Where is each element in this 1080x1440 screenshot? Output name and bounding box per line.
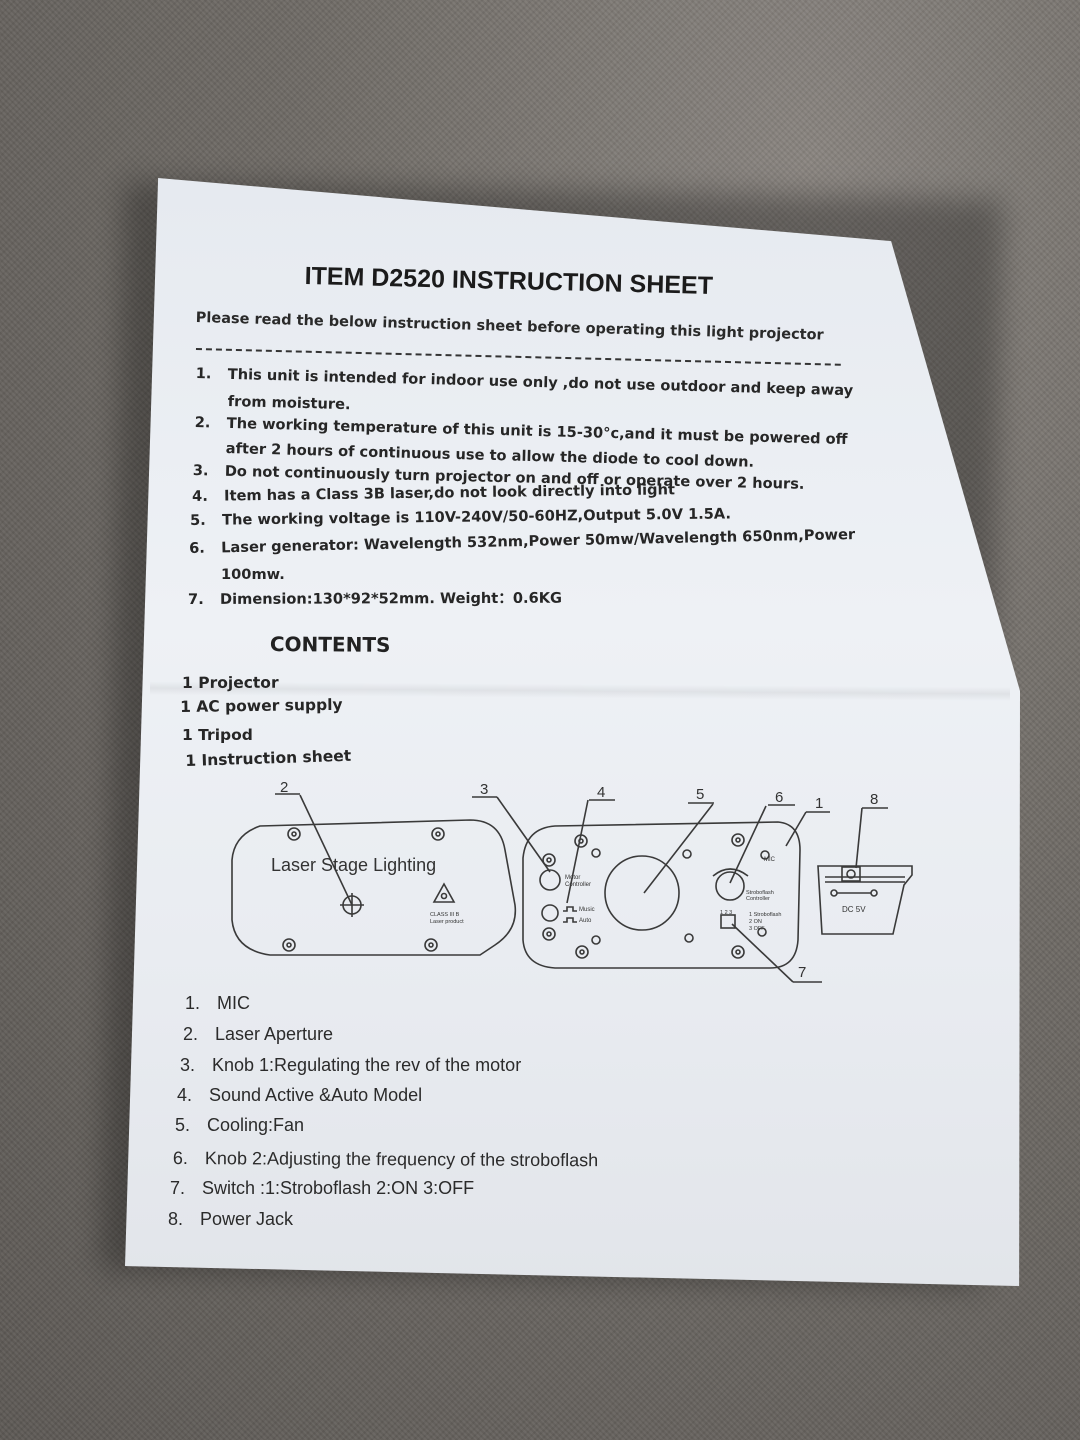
dc-label: DC 5V xyxy=(842,905,866,914)
screw-icon xyxy=(287,827,301,841)
legend-number: 3. xyxy=(180,1055,196,1075)
screw-icon xyxy=(431,827,445,841)
legend-number: 6. xyxy=(172,1148,189,1169)
front-panel-label: Laser Stage Lighting xyxy=(271,855,436,875)
screw-icon xyxy=(542,853,556,867)
legend-item: 5. Cooling:Fan xyxy=(175,1115,304,1136)
legend-number: 8. xyxy=(168,1209,184,1229)
legend-number: 7. xyxy=(170,1178,186,1198)
controller-label: Controller xyxy=(565,882,591,888)
laser-product-label: Laser product xyxy=(430,919,464,925)
strobe-label: Stroboflash xyxy=(746,890,774,896)
legend-item: 8. Power Jack xyxy=(168,1209,293,1230)
strobe-controller-label: Controller xyxy=(746,896,770,902)
rear-panel-outline xyxy=(522,821,801,969)
music-label: Music xyxy=(579,907,595,913)
mic-label: MIC xyxy=(764,857,776,863)
screw-icon xyxy=(731,945,745,959)
strobe-switch-icon xyxy=(720,914,736,929)
legend-item: 7. Switch :1:Stroboflash 2:ON 3:OFF xyxy=(170,1178,474,1199)
motor-label: Motor xyxy=(565,875,580,881)
legend-item: 3. Knob 1:Regulating the rev of the motor xyxy=(180,1055,521,1076)
callout-6: 6 xyxy=(775,789,783,806)
screw-icon xyxy=(731,833,745,847)
legend-item: 4. Sound Active &Auto Model xyxy=(177,1085,422,1106)
callout-7: 7 xyxy=(798,964,806,981)
switch-option-3: 3 OFF xyxy=(749,926,765,932)
strobe-knob-icon xyxy=(715,871,745,901)
cooling-fan-icon xyxy=(604,855,680,931)
legend-text: Laser Aperture xyxy=(215,1024,334,1044)
contents-item: 1 Tripod xyxy=(182,726,253,744)
legend-item: 2. Laser Aperture xyxy=(183,1024,333,1045)
rule-6-continuation: 100mw. xyxy=(221,566,285,583)
screw-icon xyxy=(424,938,438,952)
legend-item: 1. MIC xyxy=(185,993,250,1014)
power-jack-outline xyxy=(817,865,913,935)
front-panel-outline xyxy=(231,819,517,956)
screw-icon xyxy=(575,945,589,959)
legend-number: 5. xyxy=(175,1115,191,1135)
legend-text: Cooling:Fan xyxy=(207,1115,305,1135)
switch-option-2: 2 ON xyxy=(749,919,762,925)
class-label: CLASS III B xyxy=(430,912,460,918)
auto-label: Auto xyxy=(579,918,592,924)
callout-1: 1 xyxy=(815,795,823,812)
legend-text: Knob 1:Regulating the rev of the motor xyxy=(212,1055,522,1075)
instruction-sheet-paper xyxy=(125,178,1020,1286)
legend-number: 4. xyxy=(177,1085,193,1105)
legend-text: MIC xyxy=(217,993,250,1013)
legend-text: Sound Active &Auto Model xyxy=(209,1085,423,1105)
mode-switch-icon xyxy=(541,904,559,922)
switch-numbers: 1 2 3 xyxy=(720,910,732,916)
legend-text: Power Jack xyxy=(200,1209,294,1229)
callout-2: 2 xyxy=(280,779,288,796)
callout-4: 4 xyxy=(597,784,605,801)
callout-8: 8 xyxy=(870,791,878,808)
callout-3: 3 xyxy=(480,781,488,798)
motor-knob-icon xyxy=(539,869,561,891)
laser-warning-icon xyxy=(432,882,456,903)
legend-text: Switch :1:Stroboflash 2:ON 3:OFF xyxy=(202,1178,475,1198)
legend-number: 2. xyxy=(183,1024,199,1044)
screw-icon xyxy=(542,927,556,941)
legend-text: Knob 2:Adjusting the frequency of the st… xyxy=(204,1148,599,1171)
power-jack-icon xyxy=(846,869,856,879)
callout-5: 5 xyxy=(696,786,704,803)
screw-icon xyxy=(282,938,296,952)
legend-item: 6. Knob 2:Adjusting the frequency of the … xyxy=(173,1148,598,1171)
switch-option-1: 1 Stroboflash xyxy=(749,912,781,918)
legend-number: 1. xyxy=(185,993,201,1013)
